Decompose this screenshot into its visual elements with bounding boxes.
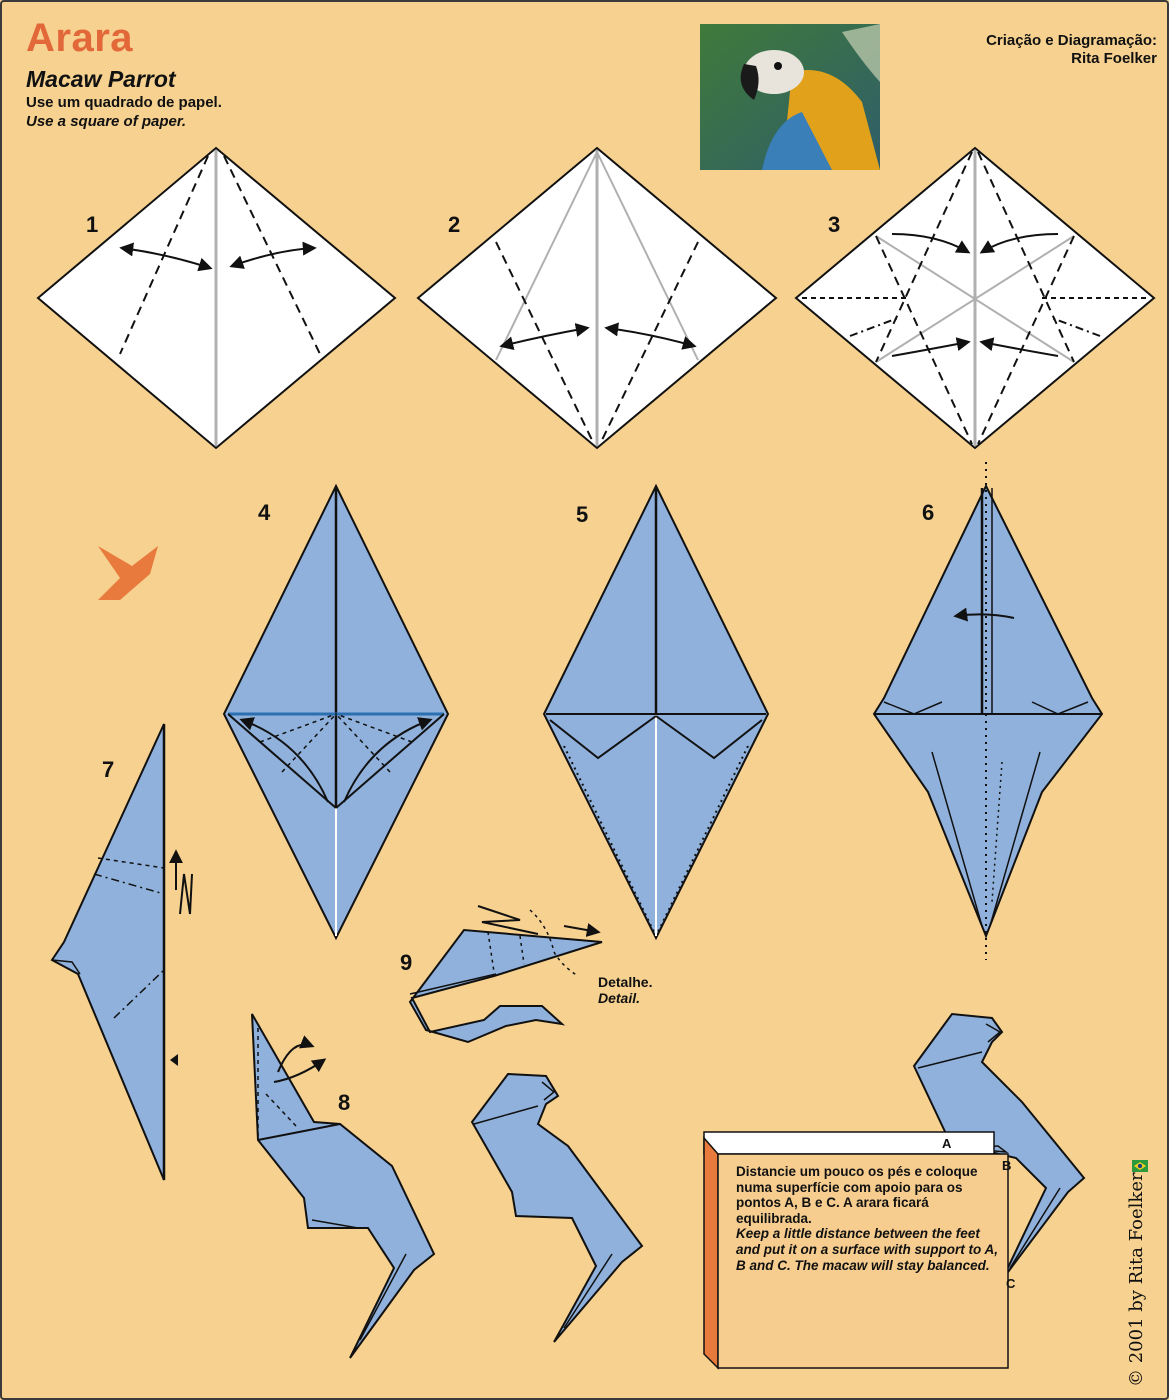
credit: Criação e Diagramação: Rita Foelker — [986, 32, 1157, 68]
balance-note-pt: Distancie um pouco os pés e coloque numa… — [736, 1164, 1004, 1226]
step-number-8: 8 — [338, 1090, 350, 1116]
credit-line-1: Criação e Diagramação: — [986, 32, 1157, 50]
instruction-portuguese: Use um quadrado de papel. — [26, 94, 222, 111]
brazil-flag-icon — [1132, 1160, 1148, 1172]
step-8-figure — [252, 1014, 434, 1358]
step-number-4: 4 — [258, 500, 270, 526]
step-1-figure — [38, 148, 395, 448]
point-b-label: B — [1002, 1158, 1011, 1173]
step-3-figure — [796, 148, 1154, 448]
macaw-photo — [700, 24, 880, 170]
step-number-9: 9 — [400, 950, 412, 976]
balance-note: Distancie um pouco os pés e coloque numa… — [736, 1164, 1004, 1273]
point-a-label: A — [942, 1136, 951, 1151]
step-number-2: 2 — [448, 212, 460, 238]
step-2-figure — [418, 148, 776, 448]
step-5-figure — [544, 486, 768, 938]
step-number-6: 6 — [922, 500, 934, 526]
step-4-figure — [224, 486, 448, 938]
step-number-7: 7 — [102, 757, 114, 783]
step-9-figure — [410, 906, 602, 1042]
step-number-3: 3 — [828, 212, 840, 238]
credit-line-2: Rita Foelker — [986, 50, 1157, 68]
page-title: Arara — [26, 16, 133, 61]
folded-macaw-figure — [472, 1074, 642, 1342]
step-number-1: 1 — [86, 212, 98, 238]
balance-note-en: Keep a little distance between the feet … — [736, 1226, 1004, 1273]
step-number-5: 5 — [576, 502, 588, 528]
orange-fold-arrow-icon — [98, 546, 158, 600]
step-6-figure — [874, 462, 1102, 960]
detail-label-pt: Detalhe. — [598, 974, 652, 990]
step-7-figure — [52, 724, 192, 1180]
detail-label-en: Detail. — [598, 990, 652, 1006]
detail-label: Detalhe. Detail. — [598, 974, 652, 1006]
instruction-english: Use a square of paper. — [26, 113, 186, 130]
copyright: © 2001 by Rita Foelker — [1126, 1172, 1147, 1387]
point-c-label: C — [1006, 1276, 1015, 1291]
page-subtitle: Macaw Parrot — [26, 66, 176, 93]
